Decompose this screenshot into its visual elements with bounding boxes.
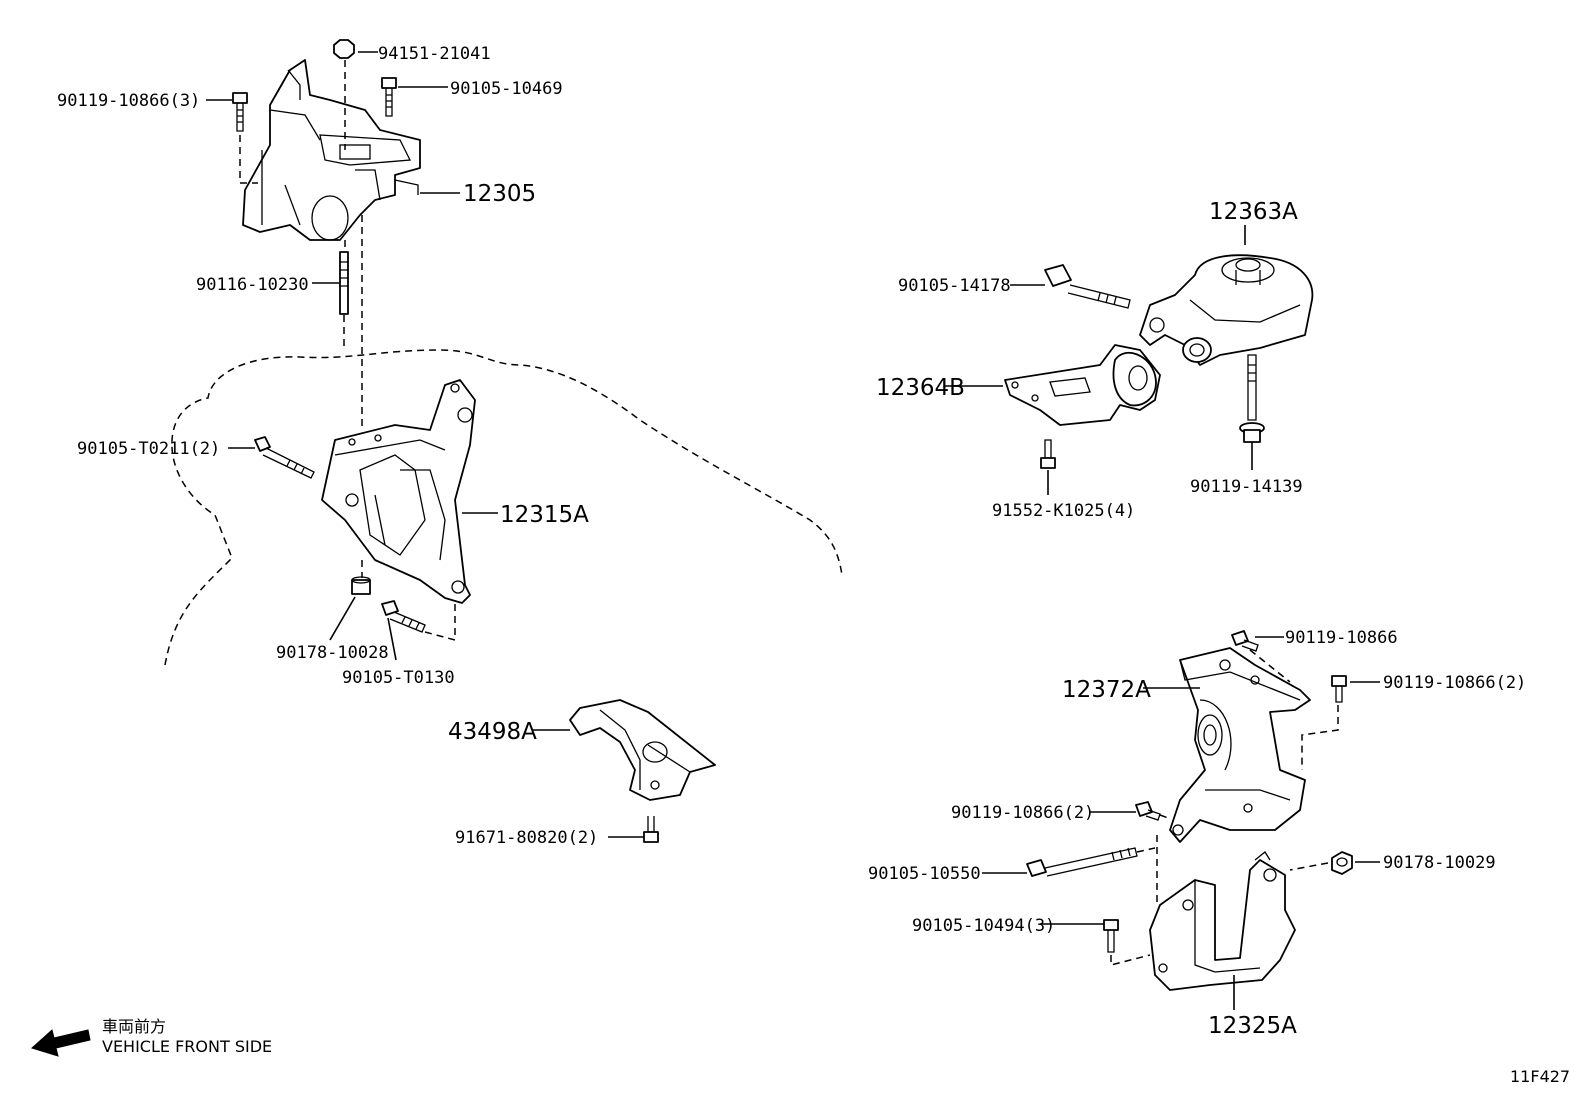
part-12372a xyxy=(1169,647,1311,843)
vehicle-front-label-en: VEHICLE FRONT SIDE xyxy=(102,1037,272,1056)
label-90105-10550: 90105-10550 xyxy=(868,864,981,884)
part-12325a xyxy=(1149,851,1296,991)
label-12364b: 12364B xyxy=(876,375,965,401)
label-90119-10866-2-right: 90119-10866(2) xyxy=(1383,673,1526,693)
label-12305: 12305 xyxy=(463,181,536,207)
bolt-90119-14139 xyxy=(1239,354,1265,443)
label-94151-21041: 94151-21041 xyxy=(378,44,491,64)
bolt-90119-10866-right xyxy=(1331,675,1347,703)
part-12305 xyxy=(242,59,421,241)
label-90119-14139: 90119-14139 xyxy=(1190,477,1303,497)
label-12372a: 12372A xyxy=(1062,677,1151,703)
label-90105-t0130: 90105-T0130 xyxy=(342,668,455,688)
bolt-90105-t0130 xyxy=(381,600,426,633)
nut-90178-10029 xyxy=(1331,851,1353,875)
vehicle-front-label-jp: 車両前方 xyxy=(102,1017,166,1036)
label-90105-t0211-2: 90105-T0211(2) xyxy=(77,439,220,459)
bolt-90119-10866-top xyxy=(1231,630,1259,652)
label-91671-80820-2: 91671-80820(2) xyxy=(455,828,598,848)
bolt-91671-80820 xyxy=(643,816,659,843)
nut-94151-21041 xyxy=(333,39,355,59)
bolt-90119-10866 xyxy=(232,92,248,132)
label-91552-k1025-4: 91552-K1025(4) xyxy=(992,501,1135,521)
bolt-90105-10494 xyxy=(1103,919,1119,953)
label-90119-10866: 90119-10866 xyxy=(1285,628,1398,648)
bolt-91552-k1025 xyxy=(1040,439,1056,469)
label-90178-10028: 90178-10028 xyxy=(276,643,389,663)
bolt-90105-14178 xyxy=(1044,264,1131,309)
bolt-90105-10550 xyxy=(1026,847,1138,877)
label-90116-10230: 90116-10230 xyxy=(196,275,309,295)
label-43498a: 43498A xyxy=(448,719,537,745)
label-90105-10469: 90105-10469 xyxy=(450,79,563,99)
bolt-90105-10469 xyxy=(381,77,397,117)
label-90178-10029: 90178-10029 xyxy=(1383,853,1496,873)
figure-code: 11F427 xyxy=(1510,1067,1570,1086)
nut-90178-10028 xyxy=(351,576,371,595)
label-90119-10866-2-mid: 90119-10866(2) xyxy=(951,803,1094,823)
label-90105-14178: 90105-14178 xyxy=(898,276,1011,296)
stud-90116-10230 xyxy=(339,251,349,315)
label-12315a: 12315A xyxy=(500,502,589,528)
label-90119-10866-3: 90119-10866(3) xyxy=(57,91,200,111)
part-12315a xyxy=(321,379,476,604)
vehicle-front-arrow-icon xyxy=(31,1029,91,1057)
body-outline xyxy=(164,349,843,666)
label-90105-10494-3: 90105-10494(3) xyxy=(912,916,1055,936)
label-12325a: 12325A xyxy=(1208,1013,1297,1039)
label-12363a: 12363A xyxy=(1209,199,1298,225)
part-12364b xyxy=(1004,344,1161,426)
bolt-90105-t0211 xyxy=(254,436,315,479)
part-43498a xyxy=(569,699,716,801)
bolt-90119-10866-mid xyxy=(1135,801,1161,821)
part-12363a xyxy=(1139,254,1314,366)
